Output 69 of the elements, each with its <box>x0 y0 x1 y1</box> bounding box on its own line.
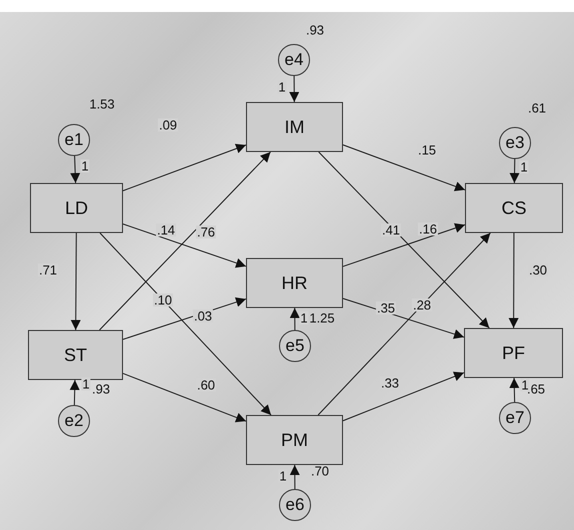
variable-name: e4 <box>284 50 304 70</box>
path-arrow <box>122 144 246 192</box>
edge-label: .28 <box>412 298 432 312</box>
variance-label: .70 <box>310 464 330 478</box>
edge-label: .60 <box>196 378 216 392</box>
edge-label: .33 <box>380 376 400 390</box>
variance-label: .93 <box>304 24 326 36</box>
path-arrow <box>70 380 80 406</box>
variable-box <box>465 183 563 233</box>
edge-label: .15 <box>416 144 438 156</box>
variable-name: LD <box>64 198 88 218</box>
variable-name: IM <box>284 116 304 138</box>
edge-label: .30 <box>528 264 548 276</box>
edge-label: .71 <box>38 264 58 276</box>
path-arrow <box>342 298 464 339</box>
variable-name: e5 <box>286 336 304 356</box>
path-arrow <box>290 464 300 490</box>
path-arrow <box>510 158 520 184</box>
edge-label: .09 <box>158 118 178 132</box>
path-arrow <box>342 372 464 422</box>
edge-label: .16 <box>418 222 438 236</box>
path-arrow <box>100 232 272 416</box>
edge-label: .14 <box>156 224 176 236</box>
path-arrow <box>289 76 300 102</box>
variable-name: e2 <box>64 411 84 431</box>
path-arrow <box>99 152 271 330</box>
edge-label: .10 <box>152 294 174 306</box>
path-arrow <box>290 308 300 330</box>
variable-box <box>28 330 123 380</box>
variable-name: e7 <box>506 408 524 428</box>
variable-name: e6 <box>286 495 304 515</box>
variable-box <box>246 102 343 152</box>
variable-name: PM <box>281 430 308 450</box>
variable-box <box>464 328 563 378</box>
path-arrow <box>508 232 519 328</box>
variable-box <box>246 258 343 308</box>
edge-label: 1 <box>81 378 91 390</box>
edge-label: .76 <box>196 226 216 238</box>
variable-name: HR <box>282 272 308 294</box>
edge-label: 1 <box>277 80 287 94</box>
path-arrow <box>122 297 246 340</box>
path-arrow <box>342 223 466 267</box>
edge-label: 1 <box>80 160 90 172</box>
path-arrow <box>122 224 246 268</box>
variance-label: .93 <box>90 382 112 396</box>
variance-label: 1.25 <box>308 312 336 324</box>
path-arrow <box>70 156 80 184</box>
edge-label: 1 <box>519 160 529 174</box>
path-arrow <box>70 232 81 330</box>
variable-name: CS <box>501 198 526 218</box>
variable-name: e1 <box>64 130 84 150</box>
edge-label: .35 <box>376 302 396 314</box>
variable-name: ST <box>64 344 87 366</box>
path-arrow <box>318 232 491 416</box>
edge-label: 1 <box>299 312 309 324</box>
path-arrow <box>122 372 246 422</box>
variance-label: .61 <box>526 102 548 114</box>
variable-name: PF <box>502 342 525 364</box>
path-arrow <box>509 378 520 402</box>
edge-label: 1 <box>520 378 530 392</box>
edge-label: 1 <box>278 470 288 482</box>
edge-label: .41 <box>380 224 402 236</box>
path-arrow <box>318 152 490 328</box>
variable-name: e3 <box>506 133 524 153</box>
variable-box <box>246 415 343 465</box>
variance-label: 1.53 <box>88 98 116 110</box>
edge-label: .03 <box>192 310 214 322</box>
variable-box <box>30 183 123 233</box>
path-arrow <box>342 144 466 192</box>
